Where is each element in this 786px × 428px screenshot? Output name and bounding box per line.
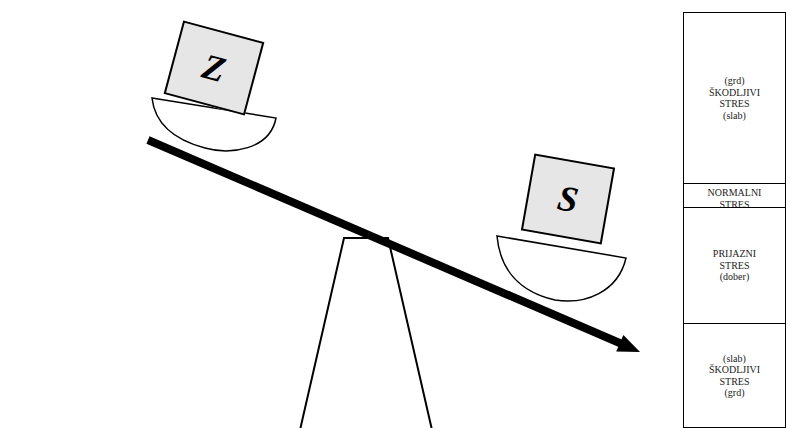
stress-label: (slab): [723, 353, 746, 365]
weight-box: Z: [164, 20, 265, 115]
right-pan: [497, 236, 626, 301]
scale-cell: (slab)ŠKODLJIVI STRES(grd): [683, 323, 786, 428]
stress-label: (dober): [720, 271, 749, 283]
stress-label: ŠKODLJIVI STRES: [699, 87, 771, 110]
stress-label: ŠKODLJIVI STRES: [699, 364, 771, 387]
fulcrum: [300, 238, 432, 428]
stress-label: (slab): [723, 110, 746, 122]
stress-label: PRIJAZNI STRES: [699, 248, 771, 271]
beam: [148, 140, 622, 344]
scale-cell: PRIJAZNI STRES(dober): [683, 207, 786, 324]
weight-letter: S: [555, 180, 581, 219]
stress-label: (grd): [725, 75, 745, 87]
beam-arrowhead: [616, 335, 640, 352]
weight-box: S: [521, 153, 615, 244]
stress-label: (grd): [725, 387, 745, 399]
scale-cell: (grd)ŠKODLJIVI STRES(slab): [683, 12, 786, 184]
weight-letter: Z: [199, 48, 230, 88]
